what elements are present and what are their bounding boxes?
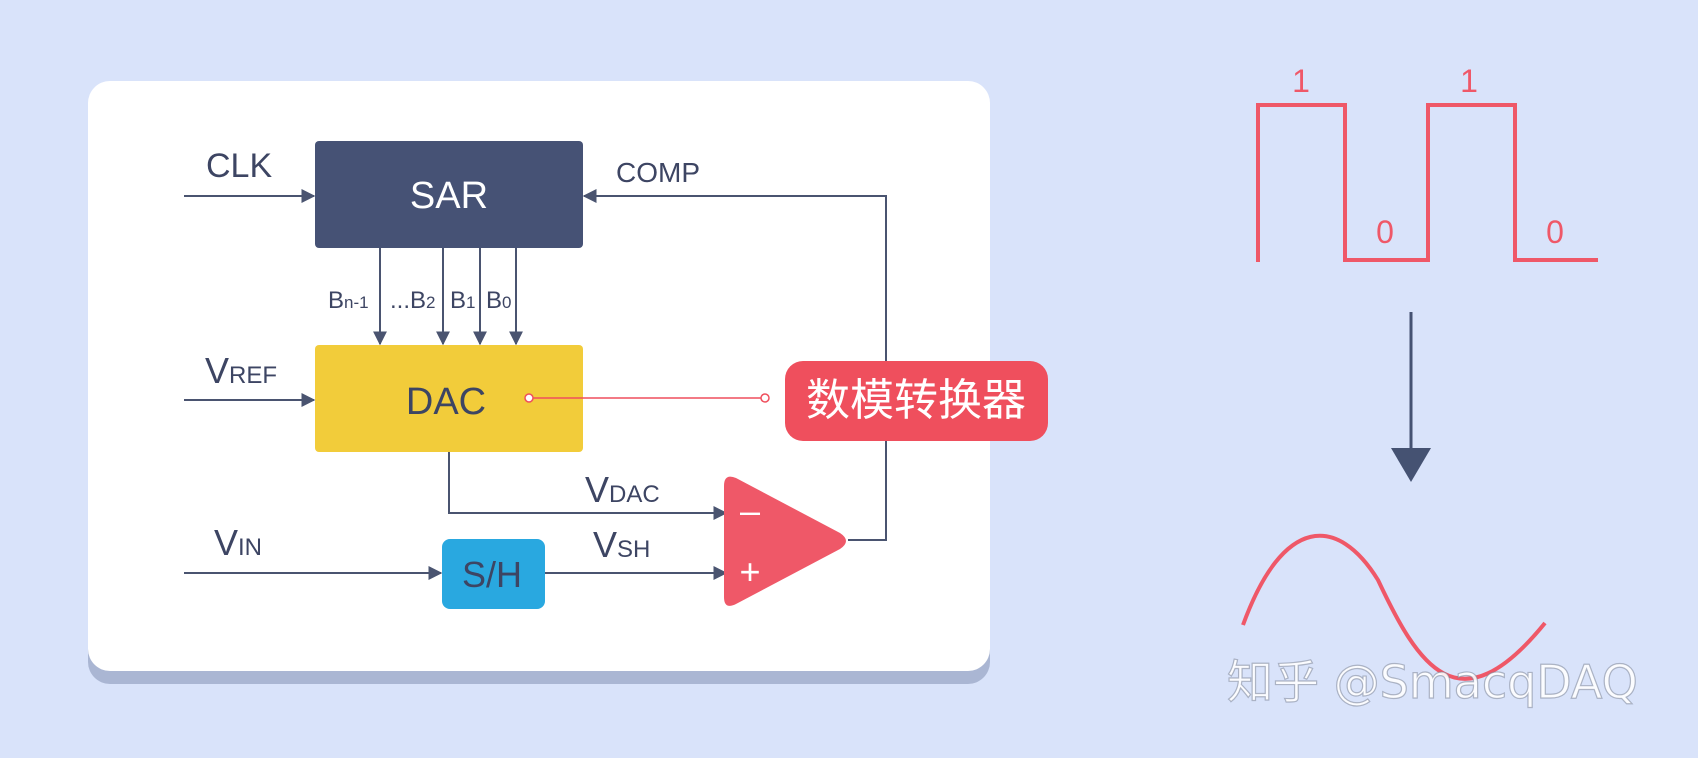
digital-waveform: 1 1 0 0 bbox=[1256, 63, 1598, 262]
vsh-label: VSH bbox=[593, 524, 650, 565]
conversion-arrow-icon bbox=[1391, 312, 1431, 482]
bit-label-b2: ...B2 bbox=[390, 287, 435, 314]
bit-label-b0: B0 bbox=[486, 287, 511, 314]
bit-label-b1: B1 bbox=[450, 287, 475, 314]
square-wave bbox=[1256, 103, 1598, 262]
callout-connector bbox=[524, 393, 770, 403]
signal-labels: CLK COMP VREF VIN VDAC VSH Bn-1 ...B2 B1… bbox=[205, 147, 700, 565]
watermark: 知乎 @SmacqDAQ bbox=[1227, 655, 1638, 709]
dac-label: DAC bbox=[406, 381, 486, 423]
bit-label-bn1: Bn-1 bbox=[328, 287, 369, 314]
vdac-label: VDAC bbox=[585, 469, 660, 510]
analog-waveform bbox=[1241, 533, 1547, 681]
wave-label-1b: 1 bbox=[1460, 63, 1478, 99]
wave-label-0b: 0 bbox=[1546, 214, 1564, 250]
sine-wave bbox=[1241, 533, 1547, 681]
wave-label-1a: 1 bbox=[1292, 63, 1310, 99]
sh-label: S/H bbox=[462, 554, 522, 595]
callout-label: 数模转换器 bbox=[806, 376, 1026, 425]
vref-label: VREF bbox=[205, 350, 277, 391]
comparator-minus: – bbox=[740, 490, 760, 531]
sar-label: SAR bbox=[410, 175, 488, 217]
sh-block: S/H bbox=[442, 539, 545, 609]
dac-block: DAC bbox=[315, 345, 583, 452]
dac-callout: 数模转换器 bbox=[785, 361, 1048, 441]
vdac-wire bbox=[448, 452, 728, 520]
comparator-plus: + bbox=[739, 551, 760, 592]
clk-label: CLK bbox=[206, 147, 272, 185]
sar-block: SAR bbox=[315, 141, 583, 248]
wave-label-0a: 0 bbox=[1376, 214, 1394, 250]
comparator: – + bbox=[724, 476, 846, 606]
comp-label: COMP bbox=[616, 157, 700, 188]
wires bbox=[184, 189, 887, 580]
vin-label: VIN bbox=[214, 522, 262, 563]
